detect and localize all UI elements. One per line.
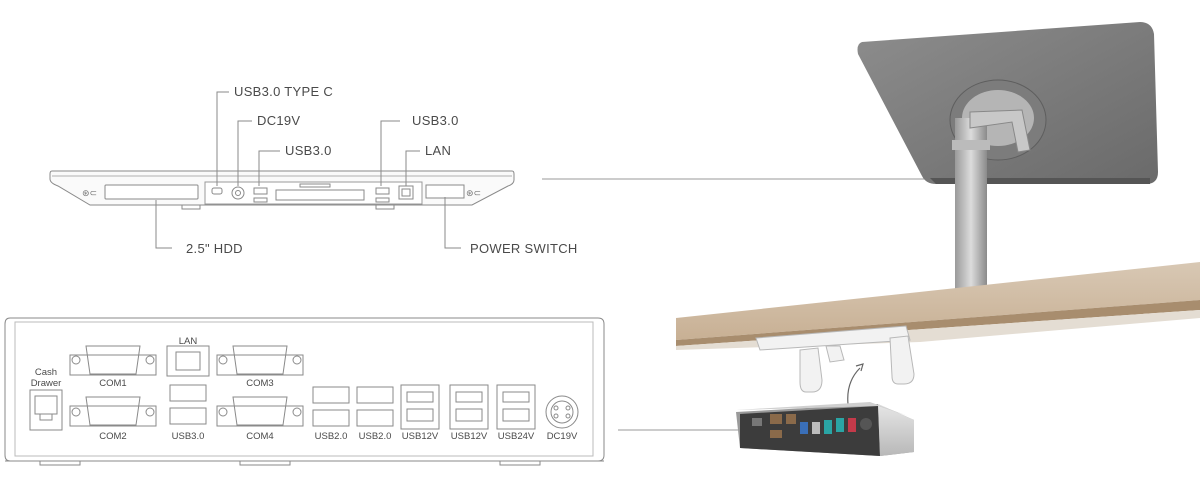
label-com1: COM1 (99, 378, 127, 389)
label-usb30-type-c: USB3.0 TYPE C (234, 84, 334, 99)
label-usb20-a: USB2.0 (314, 431, 348, 442)
io-box-drawing (4, 317, 605, 466)
label-usb12v-b: USB12V (450, 431, 488, 442)
label-dc19v-top: DC19V (257, 113, 301, 128)
io-box-photo (736, 402, 914, 456)
label-usb30-bottom: USB3.0 (171, 431, 205, 442)
svg-text:⊛⊂: ⊛⊂ (82, 189, 97, 199)
com3-port (216, 345, 304, 376)
monitor-photo (857, 22, 1158, 290)
label-usb12v-a: USB12V (401, 431, 439, 442)
svg-text:⊛⊂: ⊛⊂ (466, 189, 481, 199)
label-cash-drawer: Cash Drawer (30, 367, 62, 389)
monitor-bottom-edge-drawing: ⊛⊂ ⊛⊂ (49, 170, 515, 210)
label-usb30-right: USB3.0 (412, 113, 459, 128)
mount-arrow (847, 367, 861, 405)
label-usb24v: USB24V (497, 431, 535, 442)
label-com3: COM3 (246, 378, 274, 389)
power-switch-bay (425, 184, 465, 199)
label-power-switch: POWER SWITCH (470, 241, 578, 256)
label-hdd: 2.5" HDD (186, 241, 243, 256)
com1-port (69, 345, 157, 376)
top-leader-lines (155, 91, 461, 249)
label-dc19v-bottom: DC19V (546, 431, 578, 442)
desk-photo (676, 262, 1200, 350)
hdd-bay (104, 184, 199, 200)
label-com2: COM2 (99, 431, 127, 442)
label-lan-top: LAN (425, 143, 452, 158)
bracket-photo (755, 325, 915, 393)
label-usb20-b: USB2.0 (358, 431, 392, 442)
label-usb30-left: USB3.0 (285, 143, 332, 158)
com4-port (216, 396, 304, 427)
com2-port (69, 396, 157, 427)
label-com4: COM4 (246, 431, 274, 442)
label-lan-bottom: LAN (178, 336, 198, 347)
